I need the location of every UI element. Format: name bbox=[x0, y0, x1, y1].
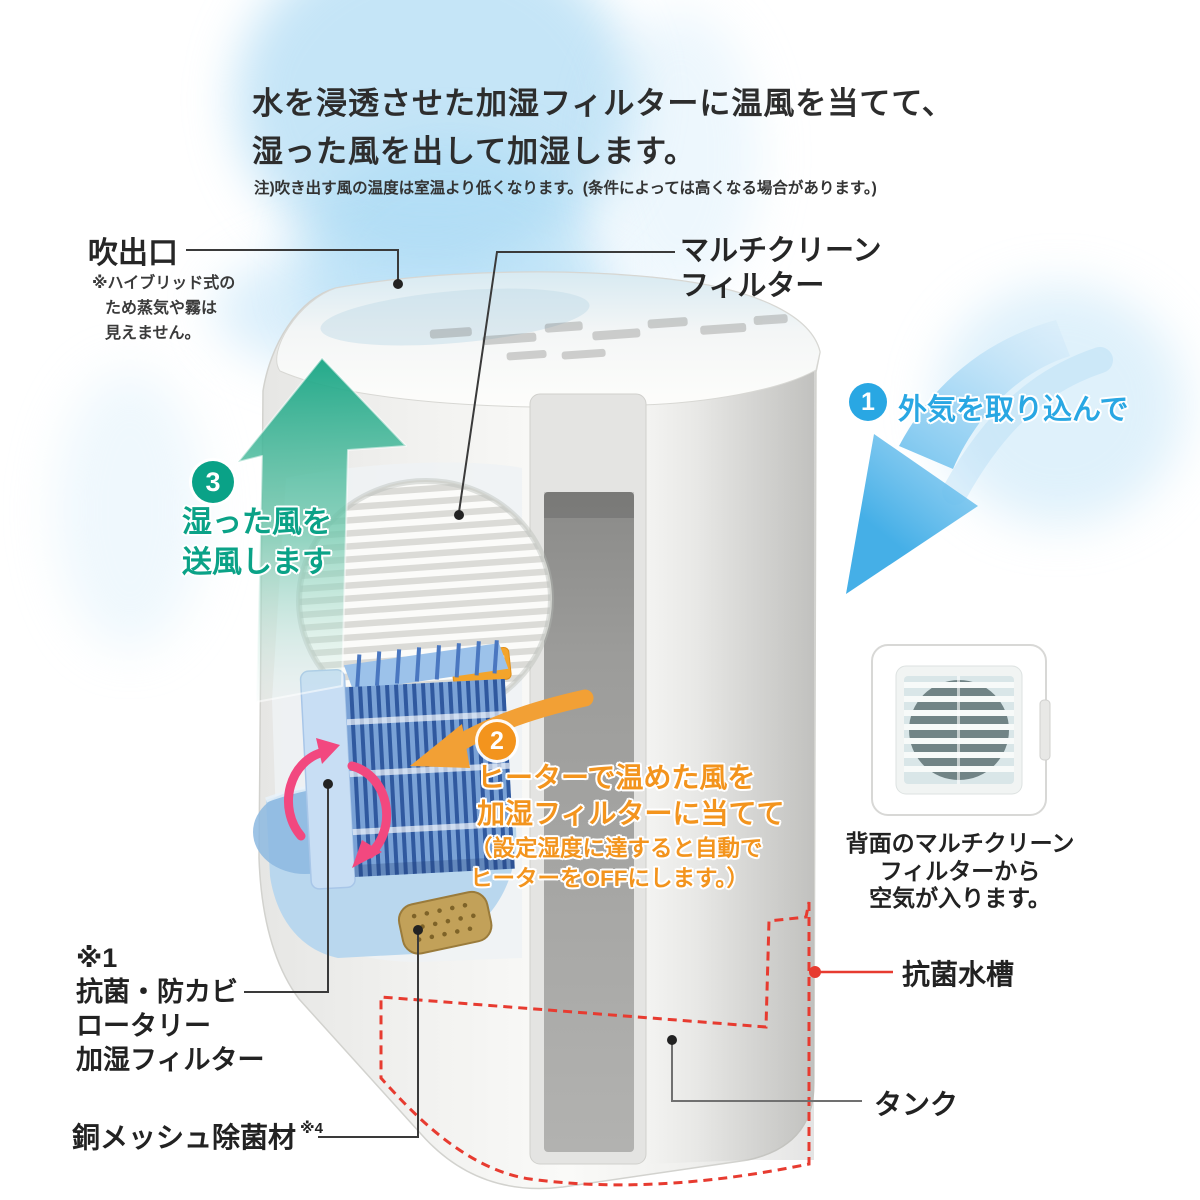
step-3-badge: 3 bbox=[192, 461, 234, 503]
step-2-line1: ヒーターで温めた風を bbox=[477, 762, 756, 793]
multiclean-filter-label: マルチクリーン フィルター bbox=[680, 234, 882, 304]
title-line2: 湿った風を出して加湿します。 bbox=[252, 134, 696, 169]
step-2-note: （設定湿度に達すると自動で ヒーターをOFFにします。） bbox=[470, 834, 763, 894]
back-panel-line2: フィルターから bbox=[879, 857, 1041, 884]
rotary-filter-line3: 加湿フィルター bbox=[76, 1045, 265, 1075]
tank-channel bbox=[529, 393, 647, 1165]
leader-outlet bbox=[186, 249, 399, 280]
mist-glow bbox=[235, 0, 635, 270]
control-panel-print bbox=[429, 314, 788, 361]
copper-mesh-ref: ※4 bbox=[300, 1120, 323, 1137]
leader-multiclean bbox=[458, 251, 675, 513]
tank-label: タンク bbox=[874, 1089, 959, 1120]
outlet-note: ※ハイブリッド式の ため蒸気や霧は 見えません。 bbox=[92, 272, 235, 346]
back-panel-caption: 背面のマルチクリーン フィルターから 空気が入ります。 bbox=[840, 830, 1080, 913]
outlet-label: 吹出口 bbox=[88, 237, 178, 270]
leader-lines bbox=[186, 249, 893, 1138]
water-tank-label: 抗菌水槽 bbox=[902, 959, 1015, 990]
leader-rotary-filter bbox=[244, 784, 329, 993]
outlet-note-line1: ※ハイブリッド式の bbox=[92, 275, 236, 292]
title-line1: 水を浸透させた加湿フィルターに温風を当てて、 bbox=[252, 86, 954, 121]
step-2-line3: （設定湿度に達すると自動で bbox=[470, 836, 763, 861]
step-1-text: 外気を取り込んで bbox=[898, 394, 1129, 426]
step-3-text: 湿った風を 送風します bbox=[182, 503, 332, 583]
step-2-line2: 加湿フィルターに当てて bbox=[477, 798, 785, 829]
copper-mesh-label: 銅メッシュ除菌材※4 bbox=[72, 1116, 323, 1156]
copper-mesh bbox=[397, 890, 493, 955]
step-2-badge: 2 bbox=[478, 722, 516, 760]
multiclean-line2: フィルター bbox=[680, 270, 825, 302]
back-panel-photo bbox=[871, 644, 1051, 816]
step-2-text: ヒーターで温めた風を 加湿フィルターに当てて bbox=[477, 760, 784, 832]
device-body bbox=[258, 271, 821, 1190]
title-note: 注)吹き出す風の温度は室温より低くなります。(条件によっては高くなる場合がありま… bbox=[254, 180, 877, 197]
tank-outline bbox=[379, 901, 811, 1187]
rotary-filter-line1: 抗菌・防カビ bbox=[76, 977, 238, 1007]
multiclean-line1: マルチクリーン bbox=[680, 235, 882, 267]
step-3-line2: 送風します bbox=[182, 546, 332, 579]
back-panel-line3: 空気が入ります。 bbox=[869, 885, 1051, 911]
air-outlet-slot bbox=[320, 288, 590, 346]
outlet-note-line3: 見えません。 bbox=[105, 324, 201, 342]
rotation-arrows bbox=[283, 738, 392, 868]
leader-tank bbox=[671, 1040, 862, 1102]
outlet-note-line2: ため蒸気や霧は bbox=[105, 299, 218, 317]
mist-glow bbox=[55, 370, 205, 650]
leader-copper-mesh bbox=[318, 930, 419, 1138]
rotary-filter-label: ※1 抗菌・防カビ ロータリー 加湿フィルター bbox=[76, 941, 264, 1077]
humid-air-arrow bbox=[237, 357, 407, 703]
intake-arrow bbox=[846, 320, 1113, 594]
rotary-filter-line2: ロータリー bbox=[76, 1011, 211, 1041]
step-1-badge: 1 bbox=[849, 383, 887, 421]
back-panel-line1: 背面のマルチクリーン bbox=[845, 830, 1075, 856]
step-3-line1: 湿った風を bbox=[182, 506, 332, 539]
step-2-line4: ヒーターをOFFにします。） bbox=[470, 866, 749, 891]
heater-air-arrow bbox=[410, 689, 594, 768]
copper-mesh-text: 銅メッシュ除菌材 bbox=[72, 1122, 297, 1153]
rotary-filter-ref: ※1 bbox=[76, 943, 118, 973]
cutaway-internals bbox=[253, 462, 594, 962]
